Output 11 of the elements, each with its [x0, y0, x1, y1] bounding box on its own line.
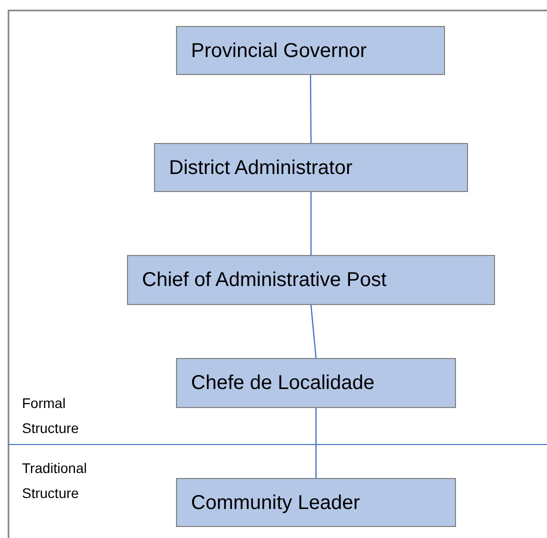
role-box: Community Leader: [176, 478, 456, 527]
section-label: Formal Structure: [22, 394, 80, 438]
connector-line: [310, 304, 317, 358]
connector-line: [310, 192, 312, 255]
role-box: District Administrator: [154, 143, 468, 192]
role-box: Chief of Administrative Post: [127, 255, 495, 305]
role-box: Chefe de Localidade: [176, 358, 456, 408]
connector-line: [310, 75, 312, 143]
connector-line: [315, 408, 317, 478]
role-box: Provincial Governor: [176, 26, 445, 75]
section-label: Traditional Structure: [22, 459, 88, 503]
